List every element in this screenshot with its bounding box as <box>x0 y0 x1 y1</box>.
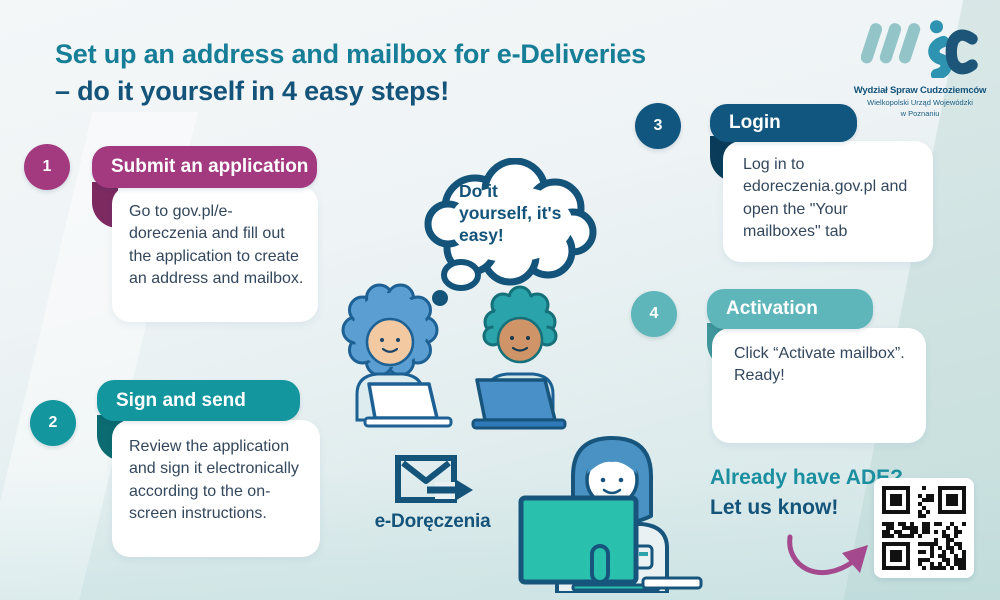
page-title: Set up an address and mailbox for e-Deli… <box>55 36 646 110</box>
thought-bubble-text: Do it yourself, it's easy! <box>459 181 562 245</box>
step-4-title: Activation <box>707 289 873 329</box>
qr-code-pattern <box>882 486 966 570</box>
step-2-title: Sign and send <box>97 380 300 421</box>
cta-line-2: Let us know! <box>710 496 839 519</box>
step-3-body: Log in to edoreczenia.gov.pl and open th… <box>723 141 933 262</box>
curved-arrow-icon <box>787 534 868 575</box>
edoreczenia-label: e-Doręczenia <box>374 511 491 532</box>
org-name: Wydział Spraw Cudzoziemców <box>853 85 987 96</box>
org-subtitle-1: Wielkopolski Urząd Wojewódzki <box>867 98 973 107</box>
step-4-body: Click “Activate mailbox”. Ready! <box>712 328 926 443</box>
thought-bubble-icon <box>424 158 597 306</box>
two-people-at-laptops-illustration <box>341 283 567 430</box>
wsc-logo-icon <box>860 20 978 81</box>
page-title-line1: Set up an address and mailbox for e-Deli… <box>55 39 646 69</box>
step-1-number-badge: 1 <box>24 144 70 190</box>
step-1-body: Go to gov.pl/e-doreczenia and fill out t… <box>112 186 318 322</box>
org-subtitle-2: w Poznaniu <box>900 109 940 118</box>
step-1-title: Submit an application <box>92 146 317 188</box>
qr-code <box>874 478 974 578</box>
envelope-arrow-icon <box>395 455 473 503</box>
step-3-number-badge: 3 <box>635 103 681 149</box>
step-3-title: Login <box>710 104 857 142</box>
step-2-number-badge: 2 <box>30 400 76 446</box>
page-title-line2: – do it yourself in 4 easy steps! <box>55 76 450 106</box>
step-2-body: Review the application and sign it elect… <box>112 420 320 557</box>
cta-line-1: Already have ADE? <box>710 466 903 489</box>
org-logo-block: Wydział Spraw Cudzoziemców Wielkopolski … <box>845 12 995 118</box>
step-4-number-badge: 4 <box>631 291 677 337</box>
woman-at-computer-illustration <box>518 436 703 593</box>
